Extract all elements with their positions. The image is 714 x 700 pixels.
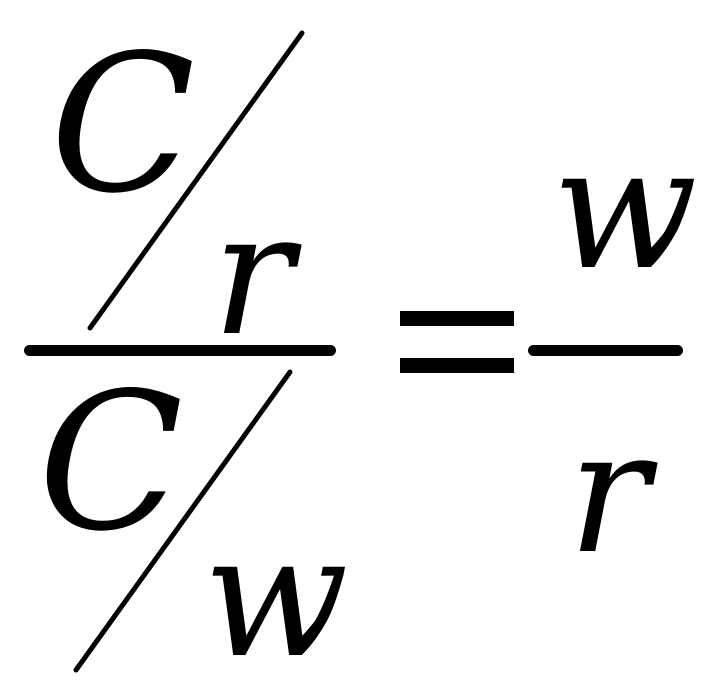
main-fraction-bar — [24, 345, 336, 356]
right-numerator-symbol: w — [552, 110, 698, 308]
bottom-solidus — [73, 369, 293, 673]
right-denominator-symbol: r — [568, 394, 650, 592]
equals-sign-top-bar — [400, 311, 514, 326]
equals-sign-bottom-bar — [400, 358, 514, 373]
right-fraction-bar — [528, 345, 683, 356]
bottom-denominator-symbol: w — [203, 498, 349, 696]
top-solidus — [87, 30, 305, 331]
top-numerator-symbol: C — [50, 14, 196, 235]
bottom-numerator-symbol: C — [38, 352, 184, 573]
top-denominator-symbol: r — [212, 176, 294, 374]
